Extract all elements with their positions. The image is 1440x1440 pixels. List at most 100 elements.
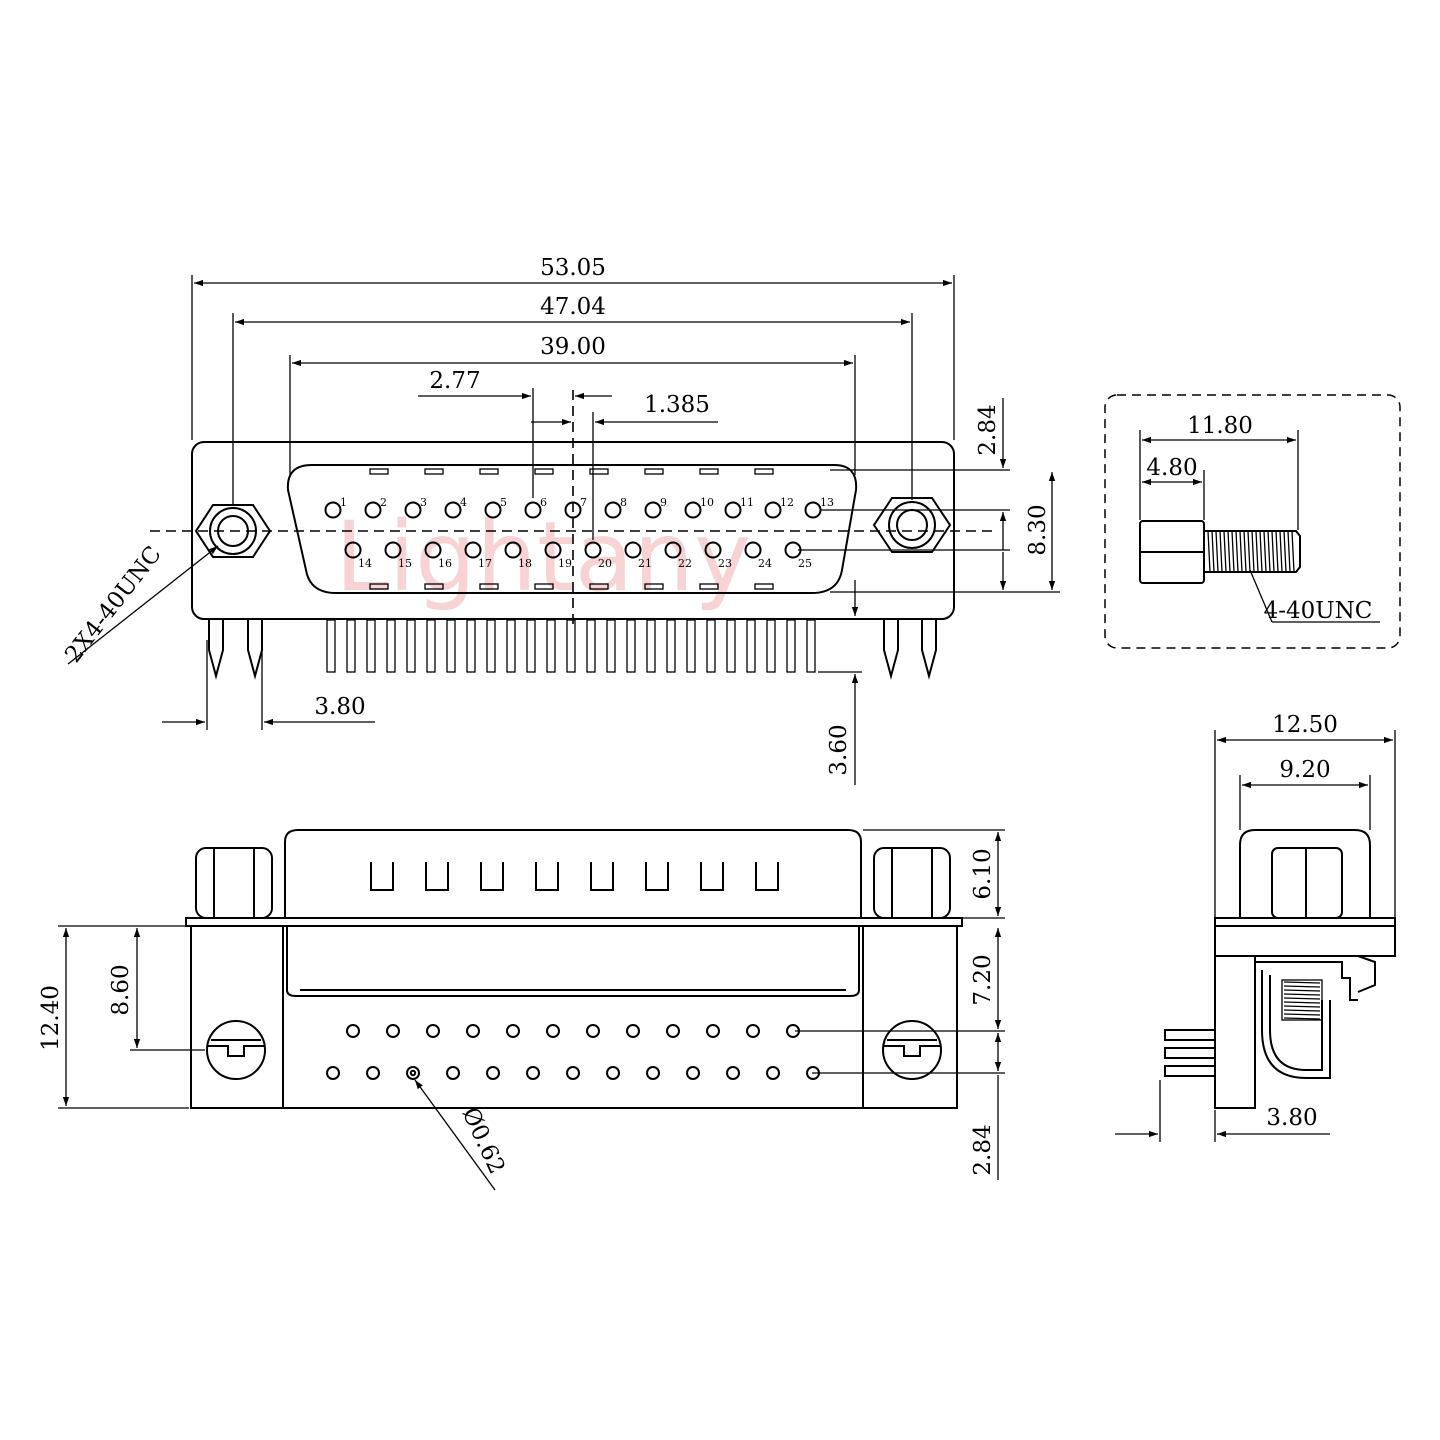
dim-bottom-height: 12.40: [38, 985, 64, 1051]
dim-tail: 3.60: [826, 724, 852, 775]
pin-label: 24: [758, 557, 772, 570]
tail: [666, 619, 676, 673]
top-tab: [699, 468, 719, 475]
thread-line: [1283, 985, 1321, 988]
pin-label: 1: [340, 496, 347, 509]
bottom-hole: [586, 1024, 600, 1038]
watermark: Lightany: [335, 501, 751, 613]
bottom-hole: [366, 1066, 380, 1080]
bottom-body: [190, 925, 958, 1109]
tail: [426, 619, 436, 673]
dim-offset: 1.385: [644, 392, 710, 418]
thread-line: [1283, 993, 1321, 996]
dim-shell-height: 6.10: [970, 848, 996, 899]
thread-line: [1275, 530, 1279, 573]
bottom-hole: [446, 1066, 460, 1080]
shell-top: [284, 829, 862, 918]
tail: [466, 619, 476, 673]
solder-tails: [326, 619, 816, 673]
pin-10: [684, 501, 702, 519]
pin-9: [644, 501, 662, 519]
pin-22: [664, 541, 682, 559]
pin-4: [444, 501, 462, 519]
side-shell: [1239, 829, 1371, 918]
pin-label: 20: [598, 557, 612, 570]
bottom-hole: [666, 1024, 680, 1038]
dim-side-depth: 12.50: [1272, 712, 1338, 738]
dim-mount-spacing: 47.04: [540, 294, 606, 320]
thread-line: [1251, 530, 1255, 573]
thread-line: [1283, 997, 1321, 1000]
bottom-hole: [406, 1066, 420, 1080]
pin-13: [804, 501, 822, 519]
thread-line: [1283, 1005, 1321, 1008]
tail: [506, 619, 516, 673]
dim-row-span: 8.30: [1025, 504, 1051, 555]
bottom-tab: [479, 583, 499, 590]
bottom-hole: [726, 1066, 740, 1080]
thread-line: [1283, 989, 1321, 992]
dim-side-body: 9.20: [1279, 757, 1330, 783]
shell-slot: [370, 862, 394, 891]
pin-label: 18: [518, 557, 532, 570]
pin-18: [504, 541, 522, 559]
bottom-tab: [699, 583, 719, 590]
pin-3: [404, 501, 422, 519]
thread-line: [1271, 530, 1275, 573]
pin-2: [364, 501, 382, 519]
top-tab: [754, 468, 774, 475]
thread-line: [1219, 530, 1223, 573]
dim-mount-height: 8.60: [108, 964, 134, 1015]
d-shell-outer: [286, 464, 858, 594]
top-tab: [644, 468, 664, 475]
pin-label: 10: [700, 496, 714, 509]
thread-line: [1291, 530, 1295, 573]
pin-21: [624, 541, 642, 559]
pin-label: 17: [478, 557, 492, 570]
top-tab: [534, 468, 554, 475]
thread-line: [1223, 530, 1227, 573]
shell-slot: [425, 862, 449, 891]
right-stud: [873, 847, 951, 919]
board-lock-right: [883, 620, 937, 680]
bottom-hole: [466, 1024, 480, 1038]
side-flange: [1214, 917, 1396, 957]
pin-6: [524, 501, 542, 519]
bottom-hole: [746, 1024, 760, 1038]
pin-label: 21: [638, 557, 652, 570]
pin-16: [424, 541, 442, 559]
bottom-hole: [546, 1024, 560, 1038]
bottom-hole: [606, 1066, 620, 1080]
left-stud: [195, 847, 273, 919]
top-tab: [424, 468, 444, 475]
detail-frame: [1104, 394, 1401, 649]
dim-overall: 53.05: [540, 255, 606, 281]
shell-slots: [370, 862, 779, 891]
bottom-tab: [754, 583, 774, 590]
pin-label: 13: [820, 496, 834, 509]
tail: [406, 619, 416, 673]
bottom-tab: [644, 583, 664, 590]
thread-line: [1255, 530, 1259, 573]
thread-line: [1227, 530, 1231, 573]
bottom-hole: [526, 1066, 540, 1080]
tail: [386, 619, 396, 673]
thread-line: [1283, 530, 1287, 573]
bottom-tab: [424, 583, 444, 590]
pin-24: [744, 541, 762, 559]
tail: [566, 619, 576, 673]
shell-slot: [590, 862, 614, 891]
tail: [526, 619, 536, 673]
pin-label: 8: [620, 496, 627, 509]
thread-line: [1231, 530, 1235, 573]
screw-thread-label: 4-40UNC: [1264, 598, 1373, 624]
thread-line: [1283, 1017, 1321, 1020]
pin-11: [724, 501, 742, 519]
thread-line: [1267, 530, 1271, 573]
bottom-hole: [506, 1024, 520, 1038]
dim-shell-width: 39.00: [540, 334, 606, 360]
thread-line: [1287, 530, 1291, 573]
shell-tabs: [369, 468, 774, 590]
thread-line: [1279, 530, 1283, 573]
